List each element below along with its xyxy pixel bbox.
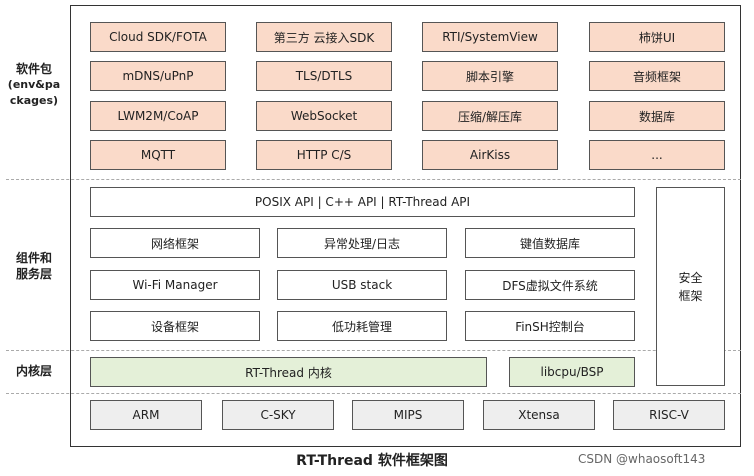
package-box: Cloud SDK/FOTA bbox=[90, 22, 226, 52]
component-box: 低功耗管理 bbox=[277, 311, 447, 341]
layer-separator bbox=[6, 350, 741, 351]
arch-box: RISC-V bbox=[613, 400, 725, 430]
kernel-layer-label: 内核层 bbox=[15, 364, 52, 378]
package-box: 第三方 云接入SDK bbox=[256, 22, 392, 52]
label-line: ckages) bbox=[9, 94, 59, 107]
layer-separator bbox=[6, 179, 741, 180]
layer-separator bbox=[6, 393, 741, 394]
package-box: 音频框架 bbox=[589, 61, 725, 91]
package-box: LWM2M/CoAP bbox=[90, 101, 226, 131]
security-framework-box: 安全 框架 bbox=[656, 187, 725, 386]
api-bar: POSIX API | C++ API | RT-Thread API bbox=[90, 187, 635, 217]
component-box: FinSH控制台 bbox=[465, 311, 635, 341]
architecture-frame bbox=[70, 5, 741, 447]
security-label-line: 安全 bbox=[678, 270, 703, 285]
package-box: mDNS/uPnP bbox=[90, 61, 226, 91]
package-box: 压缩/解压库 bbox=[422, 101, 558, 131]
component-box: 键值数据库 bbox=[465, 228, 635, 258]
package-box: HTTP C/S bbox=[256, 140, 392, 170]
security-label-line: 框架 bbox=[678, 288, 703, 303]
package-box: 脚本引擎 bbox=[422, 61, 558, 91]
packages-layer-label: 软件包 (env&pa ckages) bbox=[4, 61, 64, 109]
component-box: USB stack bbox=[277, 270, 447, 300]
label-line: 组件和 bbox=[15, 251, 52, 265]
package-box: AirKiss bbox=[422, 140, 558, 170]
component-box: 网络框架 bbox=[90, 228, 260, 258]
arch-box: C-SKY bbox=[222, 400, 334, 430]
kernel-core-box: RT-Thread 内核 bbox=[90, 357, 487, 387]
label-line: (env&pa bbox=[7, 78, 61, 91]
arch-box: ARM bbox=[90, 400, 202, 430]
package-box: TLS/DTLS bbox=[256, 61, 392, 91]
component-box: Wi-Fi Manager bbox=[90, 270, 260, 300]
component-box: 异常处理/日志 bbox=[277, 228, 447, 258]
package-box: 柿饼UI bbox=[589, 22, 725, 52]
watermark: CSDN @whaosoft143 bbox=[578, 452, 706, 466]
package-box: ... bbox=[589, 140, 725, 170]
arch-box: Xtensa bbox=[483, 400, 595, 430]
components-layer-label: 组件和 服务层 bbox=[4, 250, 64, 282]
component-box: 设备框架 bbox=[90, 311, 260, 341]
package-box: RTI/SystemView bbox=[422, 22, 558, 52]
component-box: DFS虚拟文件系统 bbox=[465, 270, 635, 300]
label-line: 服务层 bbox=[15, 267, 52, 281]
libcpu-bsp-box: libcpu/BSP bbox=[509, 357, 635, 387]
package-box: WebSocket bbox=[256, 101, 392, 131]
package-box: MQTT bbox=[90, 140, 226, 170]
label-line: 软件包 bbox=[15, 62, 52, 76]
package-box: 数据库 bbox=[589, 101, 725, 131]
diagram-caption: RT-Thread 软件框架图 bbox=[296, 453, 448, 469]
arch-box: MIPS bbox=[352, 400, 464, 430]
